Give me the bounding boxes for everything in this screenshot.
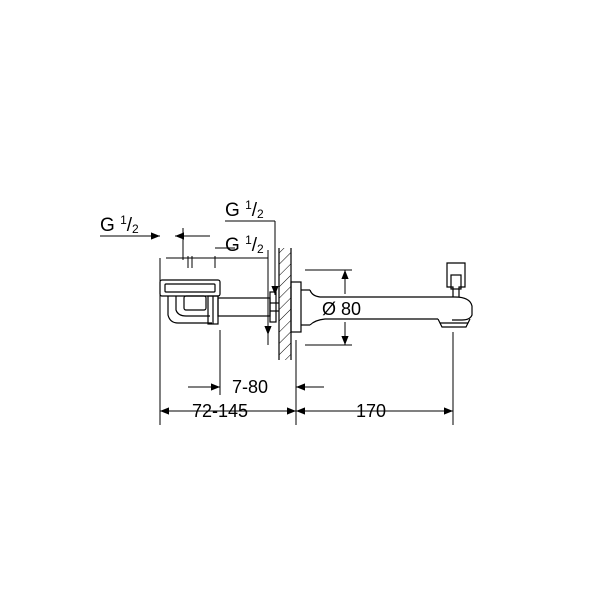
spout-length-label: 170 <box>356 401 387 421</box>
body-range-label: 72-145 <box>192 401 249 421</box>
diameter-label: Ø 80 <box>322 299 362 319</box>
spout <box>290 262 473 333</box>
thread-label-top: G 1/2 <box>225 198 264 221</box>
wall-range-label: 7-80 <box>232 377 269 397</box>
wall <box>267 248 292 360</box>
thread-label-middle: G 1/2 <box>225 233 264 256</box>
concealed-valve-body <box>159 279 279 325</box>
dimension-lines <box>100 220 454 425</box>
thread-label-left: G 1/2 <box>100 213 139 236</box>
